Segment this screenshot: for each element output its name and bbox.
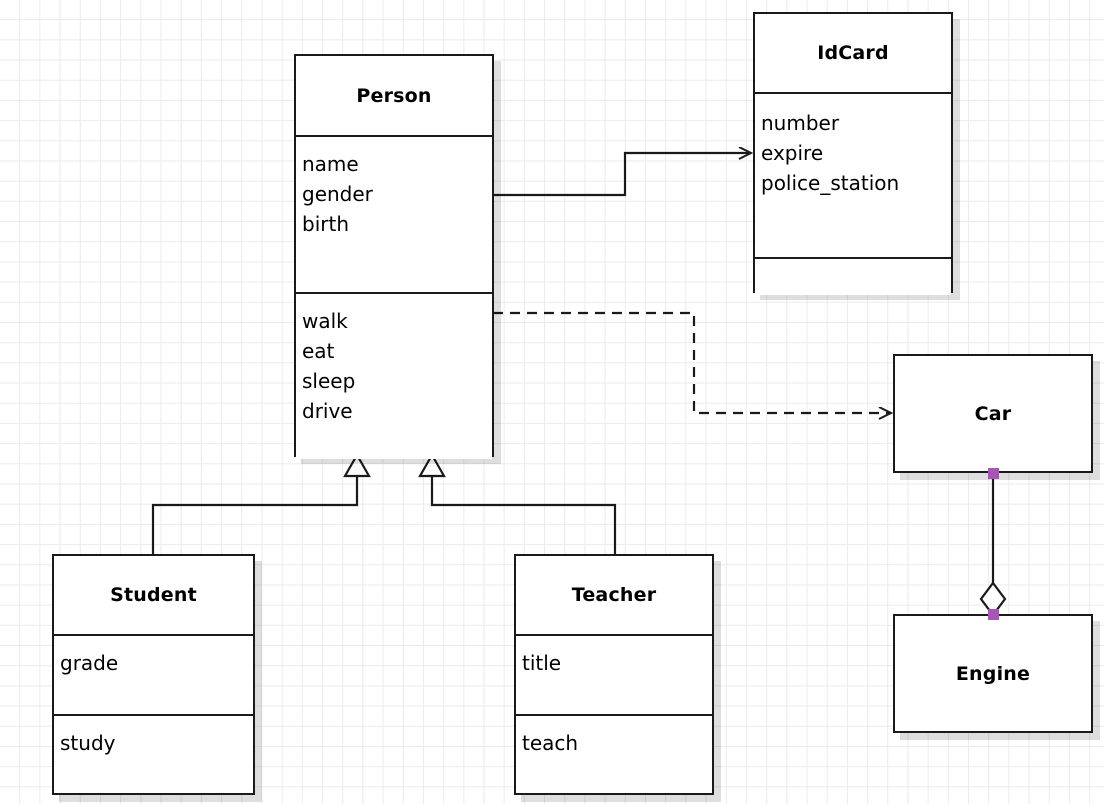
uml-class-student[interactable]: Student grade study	[52, 554, 255, 795]
class-title-teacher: Teacher	[571, 584, 657, 606]
class-title-car: Car	[974, 402, 1012, 425]
class-name-compartment-idcard: IdCard	[755, 14, 951, 92]
class-title-person: Person	[356, 84, 432, 107]
operations-compartment-student: study	[54, 714, 253, 793]
class-name-compartment-person: Person	[296, 56, 492, 135]
generalization-teacher-person[interactable]	[418, 452, 617, 554]
attribute-item: birth	[302, 212, 349, 236]
operations-compartment-person: walk eat sleep drive	[296, 292, 492, 459]
uml-class-teacher[interactable]: Teacher title teach	[514, 554, 714, 795]
uml-class-engine[interactable]: Engine	[893, 614, 1093, 733]
attribute-item: name	[302, 152, 359, 176]
aggregation-car-engine[interactable]	[979, 473, 1007, 617]
attributes-compartment-teacher: title	[516, 634, 712, 714]
class-name-compartment-student: Student	[54, 556, 253, 634]
attribute-item: number	[761, 111, 840, 135]
class-title-student: Student	[110, 584, 197, 606]
operation-item: drive	[302, 399, 353, 423]
connector-handle-engine-end[interactable]	[988, 609, 999, 620]
attribute-item: grade	[60, 651, 119, 675]
uml-class-person[interactable]: Person name gender birth walk eat sleep …	[294, 54, 494, 459]
class-name-compartment-car: Car	[895, 356, 1091, 471]
generalization-student-person[interactable]	[151, 452, 371, 554]
attribute-item: title	[522, 651, 562, 675]
attribute-item: police_station	[761, 171, 900, 195]
association-person-idcard[interactable]	[493, 153, 751, 197]
class-title-engine: Engine	[955, 662, 1031, 685]
uml-class-car[interactable]: Car	[893, 354, 1093, 473]
attributes-compartment-person: name gender birth	[296, 135, 492, 292]
connector-handle-car-end[interactable]	[988, 468, 999, 479]
operation-item: sleep	[302, 369, 356, 393]
attributes-compartment-student: grade	[54, 634, 253, 714]
class-title-idcard: IdCard	[817, 42, 889, 64]
operations-compartment-teacher: teach	[516, 714, 712, 793]
attribute-item: gender	[302, 182, 373, 206]
operations-compartment-idcard	[755, 257, 951, 295]
class-name-compartment-engine: Engine	[895, 616, 1091, 731]
operation-item: eat	[302, 339, 335, 363]
attribute-item: expire	[761, 141, 824, 165]
operation-item: walk	[302, 309, 348, 333]
class-name-compartment-teacher: Teacher	[516, 556, 712, 634]
attributes-compartment-idcard: number expire police_station	[755, 92, 951, 257]
operation-item: study	[60, 731, 116, 755]
dependency-person-car[interactable]	[493, 311, 891, 413]
uml-class-idcard[interactable]: IdCard number expire police_station	[753, 12, 953, 295]
operation-item: teach	[522, 731, 579, 755]
